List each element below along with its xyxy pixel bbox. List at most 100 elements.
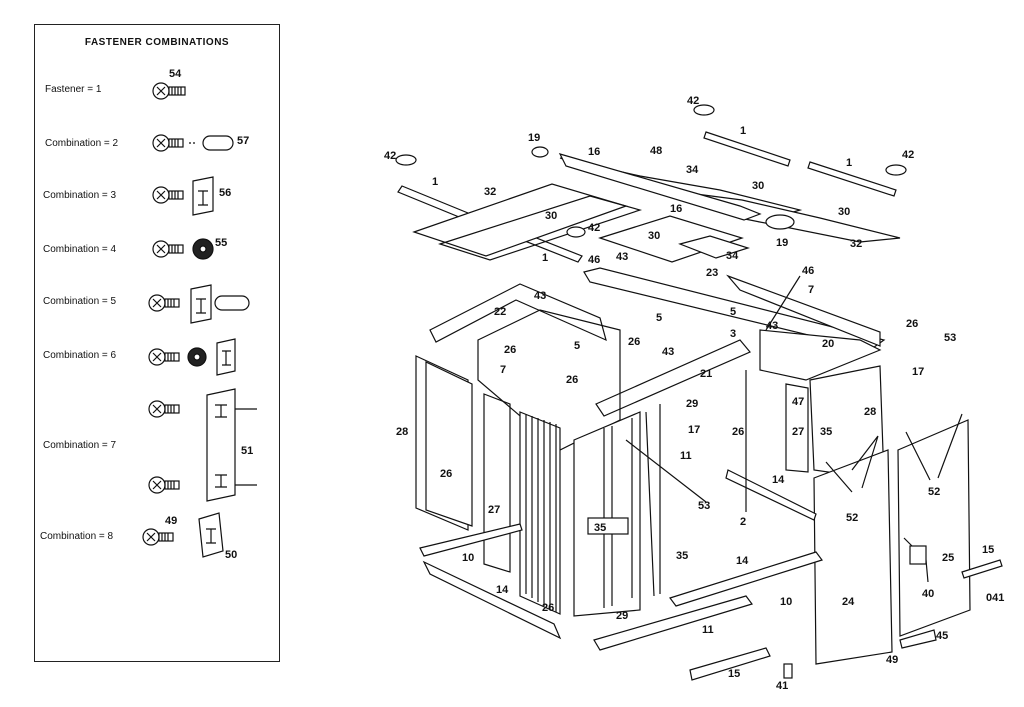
- screw-icon: [142, 528, 174, 546]
- part-number-16: 16: [670, 203, 683, 215]
- part-number-30: 30: [752, 180, 765, 192]
- screw-icon: [148, 294, 180, 312]
- part-number-11: 11: [702, 624, 714, 636]
- part-number-35: 35: [594, 522, 607, 534]
- roof-rail: [703, 131, 791, 167]
- part-number-11: 11: [680, 450, 692, 462]
- part-number-52: 52: [928, 486, 941, 498]
- part-number-1: 1: [432, 176, 439, 188]
- floor-rail: [593, 595, 753, 651]
- part-number-29: 29: [686, 398, 699, 410]
- floor-rail: [669, 551, 823, 607]
- wall-panel: [785, 383, 809, 473]
- part-number-49: 49: [165, 515, 178, 527]
- part-number-15: 15: [982, 544, 995, 556]
- roof-cap: [395, 154, 417, 166]
- part-number-26: 26: [732, 426, 745, 438]
- part-number-54: 54: [169, 68, 182, 80]
- roof-panel: [438, 195, 643, 261]
- part-number-041: 041: [986, 592, 1005, 604]
- door-frame: [573, 411, 641, 617]
- legend-row-4-label: Combination = 4: [43, 244, 117, 255]
- part-number-55: 55: [215, 237, 228, 249]
- legend-row-6-label: Combination = 6: [43, 350, 117, 361]
- part-number-2: 2: [740, 516, 747, 528]
- part-number-27: 27: [488, 504, 501, 516]
- part-number-26: 26: [504, 344, 517, 356]
- screw-icon: [148, 348, 180, 366]
- part-number-34: 35: [676, 550, 689, 562]
- door-panel: [897, 419, 971, 637]
- nut-icon: [202, 135, 234, 151]
- part-number-33: 34: [686, 164, 699, 176]
- part-number-17: 17: [912, 366, 925, 378]
- roof-panel: [412, 183, 628, 257]
- part-number-24: 24: [842, 596, 855, 608]
- screw-icon: [152, 134, 195, 152]
- roof-cap: [693, 104, 715, 116]
- part-number-7: 7: [808, 284, 815, 296]
- part-number-16: 16: [588, 146, 601, 158]
- part-number-28: 28: [864, 406, 877, 418]
- part-number-19: 19: [776, 237, 789, 249]
- part-number-1: 1: [740, 125, 747, 137]
- legend-row-8-label: Combination = 8: [40, 531, 114, 542]
- screw-icon: [148, 400, 180, 418]
- part-number-44: 45: [936, 630, 949, 642]
- part-number-42: 42: [687, 95, 700, 107]
- part-number-21: 21: [700, 368, 713, 380]
- part-number-15: 15: [728, 668, 741, 680]
- floor-rail: [725, 469, 817, 521]
- part-number-42: 42: [902, 149, 915, 161]
- part-number-30: 30: [545, 210, 558, 222]
- upper-frame: [429, 283, 607, 343]
- legend-title: FASTENER COMBINATIONS: [84, 37, 230, 48]
- fastener-legend: FASTENER COMBINATIONS Fastener = 1 Combi…: [34, 24, 280, 662]
- floor-rail: [419, 523, 523, 557]
- screw-icon: [148, 476, 180, 494]
- part-number-20: 20: [822, 338, 835, 350]
- part-number-14: 14: [736, 555, 749, 567]
- screw-icon: [152, 82, 186, 100]
- part-number-7: 7: [500, 364, 507, 376]
- part-number-53: 53: [944, 332, 957, 344]
- part-number-32: 32: [850, 238, 863, 250]
- part-number-30: 30: [838, 206, 851, 218]
- wall-panel: [425, 361, 473, 527]
- part-number-32: 32: [484, 186, 497, 198]
- part-number-43: 43: [534, 290, 547, 302]
- part-number-26: 26: [566, 374, 579, 386]
- part-number-3: 3: [730, 328, 737, 340]
- part-number-23: 23: [706, 267, 719, 279]
- part-number-28: 28: [396, 426, 409, 438]
- floor-rail: [422, 560, 562, 640]
- roof-cap: [885, 164, 907, 176]
- part-number-34: 35: [820, 426, 833, 438]
- legend-row-2-label: Combination = 2: [45, 138, 119, 149]
- roof-panel: [678, 235, 751, 259]
- part-number-57: 57: [237, 135, 250, 147]
- part-number-26: 26: [906, 318, 919, 330]
- part-number-42: 42: [588, 222, 601, 234]
- part-number-25: 25: [942, 552, 955, 564]
- roof-cap: [531, 146, 549, 158]
- part-number-40: 40: [922, 588, 935, 600]
- floor-rail: [689, 647, 771, 681]
- part-number-46: 46: [588, 254, 601, 266]
- part-number-48: 48: [650, 145, 663, 157]
- roof-cap: [566, 226, 586, 238]
- part-number-45: 49: [886, 654, 899, 666]
- door-panel: [813, 449, 893, 665]
- part-number-10: 10: [462, 552, 475, 564]
- part-number-5: 5: [656, 312, 663, 324]
- part-number-5: 5: [574, 340, 581, 352]
- part-number-30: 30: [648, 230, 661, 242]
- screw-icon: [152, 186, 184, 204]
- part-number-43: 43: [766, 320, 779, 332]
- part-number-26: 26: [628, 336, 641, 348]
- part-number-5: 5: [730, 306, 737, 318]
- legend-row-7-label: Combination = 7: [43, 440, 117, 451]
- part-number-26: 26: [542, 602, 555, 614]
- part-number-29: 29: [616, 610, 629, 622]
